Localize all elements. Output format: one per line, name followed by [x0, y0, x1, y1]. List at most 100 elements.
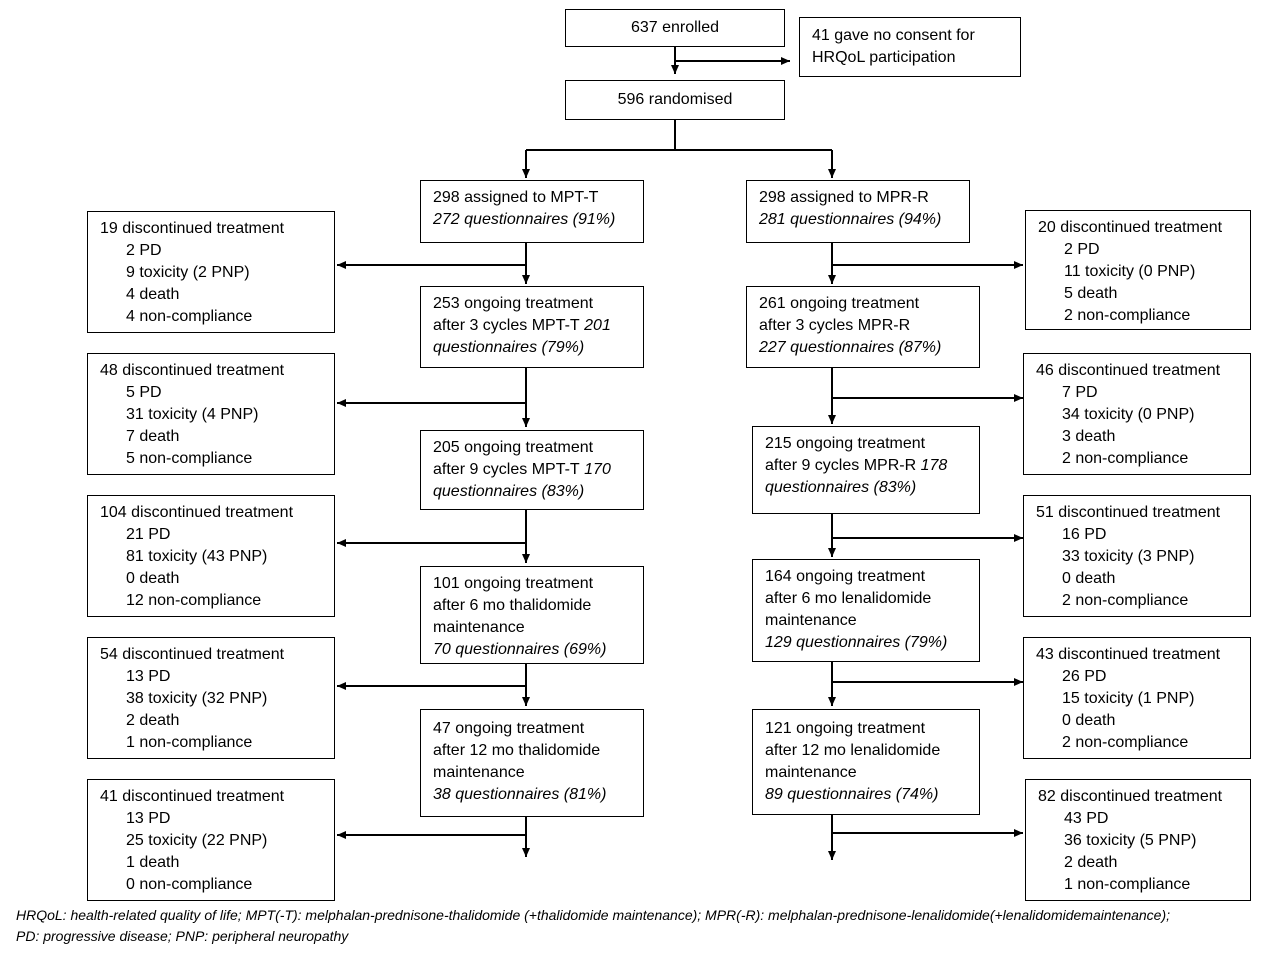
- mpt-discontinued-box-1: 19 discontinued treatment 2 PD 9 toxicit…: [87, 211, 335, 333]
- non-compliance-count: 2 non-compliance: [1064, 307, 1191, 324]
- mpt-assigned-label: 298 assigned to MPT-T: [433, 189, 599, 206]
- enrolled-label: 637 enrolled: [630, 19, 720, 36]
- questionnaire-line: 70 questionnaires (69%): [433, 641, 607, 658]
- discontinued-title: 82 discontinued treatment: [1038, 788, 1223, 805]
- no-consent-box: 41 gave no consent for HRQoL participati…: [799, 17, 1021, 77]
- ongoing-line: 253 ongoing treatment: [433, 295, 594, 312]
- toxicity-count: 33 toxicity (3 PNP): [1062, 548, 1195, 565]
- questionnaire-count: 201: [579, 317, 611, 334]
- discontinued-title: 48 discontinued treatment: [100, 362, 285, 379]
- toxicity-count: 11 toxicity (0 PNP): [1064, 263, 1196, 280]
- questionnaire-line: 89 questionnaires (74%): [765, 786, 939, 803]
- toxicity-count: 36 toxicity (5 PNP): [1064, 832, 1197, 849]
- pd-count: 2 PD: [126, 242, 162, 259]
- discontinued-title: 19 discontinued treatment: [100, 220, 285, 237]
- mpr-ongoing-12-mo-box: 121 ongoing treatment after 12 mo lenali…: [752, 709, 980, 815]
- questionnaire-count: 178: [916, 457, 948, 474]
- ongoing-line: after 9 cycles MPT-T: [433, 461, 580, 478]
- death-count: 2 death: [126, 712, 180, 729]
- mpt-discontinued-box-5: 41 discontinued treatment 13 PD 25 toxic…: [87, 779, 335, 901]
- ongoing-line: 261 ongoing treatment: [759, 295, 920, 312]
- mpr-ongoing-6-mo-box: 164 ongoing treatment after 6 mo lenalid…: [752, 559, 980, 662]
- questionnaire-line: questionnaires (83%): [433, 483, 585, 500]
- mpt-discontinued-box-3: 104 discontinued treatment 21 PD 81 toxi…: [87, 495, 335, 617]
- no-consent-line-2: HRQoL participation: [812, 49, 956, 66]
- mpr-discontinued-box-5: 82 discontinued treatment 43 PD 36 toxic…: [1025, 779, 1251, 901]
- mpt-ongoing-6-mo-box: 101 ongoing treatment after 6 mo thalido…: [420, 566, 644, 664]
- non-compliance-count: 1 non-compliance: [1064, 876, 1191, 893]
- ongoing-line: after 12 mo lenalidomide: [765, 742, 941, 759]
- ongoing-line: after 12 mo thalidomide: [433, 742, 601, 759]
- non-compliance-count: 4 non-compliance: [126, 308, 253, 325]
- ongoing-line: 205 ongoing treatment: [433, 439, 594, 456]
- pd-count: 26 PD: [1062, 668, 1107, 685]
- death-count: 2 death: [1064, 854, 1118, 871]
- discontinued-title: 43 discontinued treatment: [1036, 646, 1221, 663]
- pd-count: 5 PD: [126, 384, 162, 401]
- footnote-line-1: HRQoL: health-related quality of life; M…: [16, 907, 1171, 923]
- mpt-assigned-questionnaires: 272 questionnaires (91%): [433, 211, 616, 228]
- mpt-ongoing-9-cycles-box: 205 ongoing treatment after 9 cycles MPT…: [420, 430, 644, 510]
- mpt-discontinued-box-2: 48 discontinued treatment 5 PD 31 toxici…: [87, 353, 335, 475]
- mpr-discontinued-box-1: 20 discontinued treatment 2 PD 11 toxici…: [1025, 210, 1251, 330]
- pd-count: 13 PD: [126, 668, 171, 685]
- ongoing-line: 215 ongoing treatment: [765, 435, 926, 452]
- non-compliance-count: 12 non-compliance: [126, 592, 262, 609]
- death-count: 0 death: [1062, 570, 1116, 587]
- randomised-label: 596 randomised: [617, 91, 733, 108]
- non-compliance-count: 1 non-compliance: [126, 734, 253, 751]
- mpr-discontinued-box-3: 51 discontinued treatment 16 PD 33 toxic…: [1023, 495, 1251, 617]
- death-count: 0 death: [1062, 712, 1116, 729]
- death-count: 4 death: [126, 286, 180, 303]
- non-compliance-count: 2 non-compliance: [1062, 734, 1189, 751]
- pd-count: 7 PD: [1062, 384, 1098, 401]
- death-count: 5 death: [1064, 285, 1118, 302]
- discontinued-title: 54 discontinued treatment: [100, 646, 285, 663]
- enrolled-box: 637 enrolled: [565, 9, 785, 47]
- mpt-ongoing-12-mo-box: 47 ongoing treatment after 12 mo thalido…: [420, 709, 644, 817]
- questionnaire-count: 170: [579, 461, 611, 478]
- ongoing-line: maintenance: [765, 612, 857, 629]
- ongoing-line: 101 ongoing treatment: [433, 575, 594, 592]
- randomised-box: 596 randomised: [565, 80, 785, 120]
- discontinued-title: 41 discontinued treatment: [100, 788, 285, 805]
- ongoing-line: after 6 mo thalidomide: [433, 597, 592, 614]
- questionnaire-line: 38 questionnaires (81%): [433, 786, 607, 803]
- death-count: 1 death: [126, 854, 180, 871]
- toxicity-count: 34 toxicity (0 PNP): [1062, 406, 1195, 423]
- mpt-discontinued-box-4: 54 discontinued treatment 13 PD 38 toxic…: [87, 637, 335, 759]
- non-compliance-count: 0 non-compliance: [126, 876, 253, 893]
- ongoing-line: after 9 cycles MPR-R: [765, 457, 917, 474]
- pd-count: 2 PD: [1064, 241, 1100, 258]
- ongoing-line: after 3 cycles MPT-T: [433, 317, 580, 334]
- mpr-assigned-box: 298 assigned to MPR-R 281 questionnaires…: [746, 180, 970, 243]
- mpr-ongoing-3-cycles-box: 261 ongoing treatment after 3 cycles MPR…: [746, 286, 980, 368]
- footnote-line-2: PD: progressive disease; PNP: peripheral…: [16, 928, 349, 944]
- non-compliance-count: 5 non-compliance: [126, 450, 253, 467]
- death-count: 7 death: [126, 428, 180, 445]
- pd-count: 13 PD: [126, 810, 171, 827]
- ongoing-line: after 3 cycles MPR-R: [759, 317, 911, 334]
- ongoing-line: maintenance: [433, 619, 525, 636]
- death-count: 3 death: [1062, 428, 1116, 445]
- toxicity-count: 81 toxicity (43 PNP): [126, 548, 268, 565]
- questionnaire-line: 129 questionnaires (79%): [765, 634, 948, 651]
- ongoing-line: 121 ongoing treatment: [765, 720, 926, 737]
- death-count: 0 death: [126, 570, 180, 587]
- mpt-assigned-box: 298 assigned to MPT-T 272 questionnaires…: [420, 180, 644, 243]
- mpr-assigned-questionnaires: 281 questionnaires (94%): [759, 211, 942, 228]
- discontinued-title: 104 discontinued treatment: [100, 504, 294, 521]
- discontinued-title: 46 discontinued treatment: [1036, 362, 1221, 379]
- mpr-discontinued-box-2: 46 discontinued treatment 7 PD 34 toxici…: [1023, 353, 1251, 475]
- toxicity-count: 15 toxicity (1 PNP): [1062, 690, 1195, 707]
- questionnaire-line: questionnaires (83%): [765, 479, 917, 496]
- pd-count: 21 PD: [126, 526, 171, 543]
- mpr-assigned-label: 298 assigned to MPR-R: [759, 189, 929, 206]
- questionnaire-line: questionnaires (79%): [433, 339, 585, 356]
- non-compliance-count: 2 non-compliance: [1062, 592, 1189, 609]
- toxicity-count: 31 toxicity (4 PNP): [126, 406, 259, 423]
- ongoing-line: 47 ongoing treatment: [433, 720, 585, 737]
- toxicity-count: 38 toxicity (32 PNP): [126, 690, 268, 707]
